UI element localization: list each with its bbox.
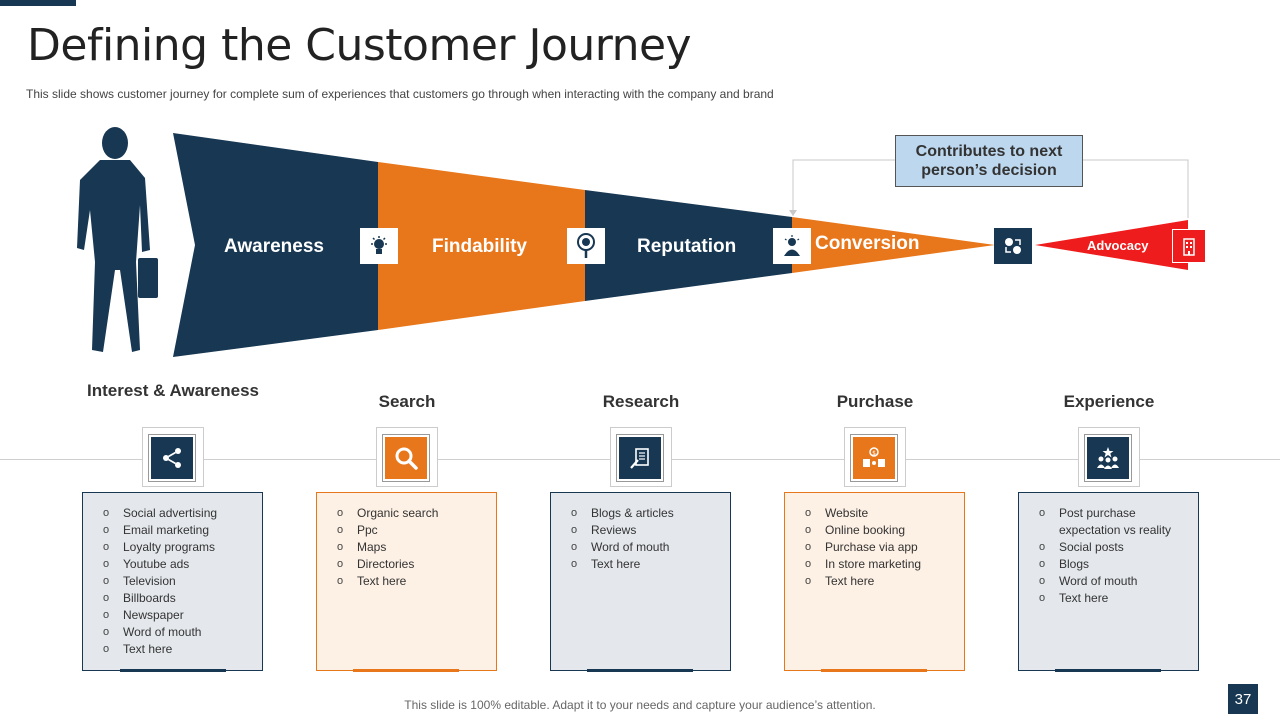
list-item: Text here xyxy=(317,573,496,590)
svg-text:$: $ xyxy=(872,450,876,457)
funnel-stage-reputation xyxy=(585,190,792,301)
list-item: Billboards xyxy=(83,590,262,607)
list-item: Blogs xyxy=(1019,556,1198,573)
column-heading-interest: Interest & Awareness xyxy=(87,381,259,400)
list-item: Text here xyxy=(83,641,262,658)
list-item: Online booking xyxy=(785,522,964,539)
list-item: Directories xyxy=(317,556,496,573)
list-item: Television xyxy=(83,573,262,590)
funnel-stage-conversion xyxy=(792,217,995,273)
list-item: Loyalty programs xyxy=(83,539,262,556)
list-item: Organic search xyxy=(317,505,496,522)
person-idea-icon xyxy=(773,228,811,264)
list-item: Youtube ads xyxy=(83,556,262,573)
list-item: Maps xyxy=(317,539,496,556)
page-subtitle: This slide shows customer journey for co… xyxy=(26,87,774,101)
funnel-stage-findability xyxy=(378,162,585,330)
journey-funnel xyxy=(77,127,1189,357)
stage-label-advocacy: Advocacy xyxy=(1087,238,1149,253)
list-item: Purchase via app xyxy=(785,539,964,556)
list-item: Ppc xyxy=(317,522,496,539)
list-item: Word of mouth xyxy=(83,624,262,641)
list-item: Blogs & articles xyxy=(551,505,730,522)
column-heading-experience: Experience xyxy=(1063,392,1155,411)
purchase-icon: $ xyxy=(850,434,898,482)
column-underline xyxy=(120,669,226,672)
target-search-icon xyxy=(567,228,605,264)
list-item: Text here xyxy=(785,573,964,590)
list-item: Reviews xyxy=(551,522,730,539)
lightbulb-head-icon xyxy=(360,228,398,264)
column-heading-search: Search xyxy=(378,392,436,411)
column-list-interest: Social advertising Email marketing Loyal… xyxy=(82,492,263,671)
column-underline xyxy=(353,669,459,672)
share-icon xyxy=(148,434,196,482)
list-item: Word of mouth xyxy=(1019,573,1198,590)
search-icon xyxy=(382,434,430,482)
list-item: Social advertising xyxy=(83,505,262,522)
list-item: In store marketing xyxy=(785,556,964,573)
funnel-stage-advocacy xyxy=(1035,220,1188,270)
businessman-silhouette xyxy=(77,127,158,352)
stage-label-reputation: Reputation xyxy=(637,236,737,257)
stage-label-conversion: Conversion xyxy=(815,233,920,254)
column-underline xyxy=(587,669,693,672)
list-item: Text here xyxy=(551,556,730,573)
top-accent-bar xyxy=(0,0,76,6)
list-item: Text here xyxy=(1019,590,1198,607)
stage-label-findability: Findability xyxy=(432,236,527,257)
column-heading-purchase: Purchase xyxy=(836,392,914,411)
column-list-experience: Post purchase expectation vs reality Soc… xyxy=(1018,492,1199,671)
list-item: Social posts xyxy=(1019,539,1198,556)
column-underline xyxy=(1055,669,1161,672)
building-icon xyxy=(1172,229,1206,263)
team-star-icon xyxy=(1084,434,1132,482)
footer-note: This slide is 100% editable. Adapt it to… xyxy=(404,698,876,712)
list-item: Newspaper xyxy=(83,607,262,624)
column-underline xyxy=(821,669,927,672)
page-title: Defining the Customer Journey xyxy=(27,20,692,71)
list-item: Word of mouth xyxy=(551,539,730,556)
column-list-search: Organic search Ppc Maps Directories Text… xyxy=(316,492,497,671)
list-item: Email marketing xyxy=(83,522,262,539)
column-list-research: Blogs & articles Reviews Word of mouth T… xyxy=(550,492,731,671)
column-list-purchase: Website Online booking Purchase via app … xyxy=(784,492,965,671)
exchange-icon xyxy=(994,228,1032,264)
research-icon xyxy=(616,434,664,482)
list-item: Website xyxy=(785,505,964,522)
list-item: Post purchase expectation vs reality xyxy=(1019,505,1198,539)
callout-contributes-box: Contributes to next person’s decision xyxy=(895,135,1083,187)
page-number: 37 xyxy=(1228,684,1258,714)
column-heading-research: Research xyxy=(602,392,680,411)
stage-label-awareness: Awareness xyxy=(224,236,324,257)
funnel-stage-awareness xyxy=(173,133,378,357)
